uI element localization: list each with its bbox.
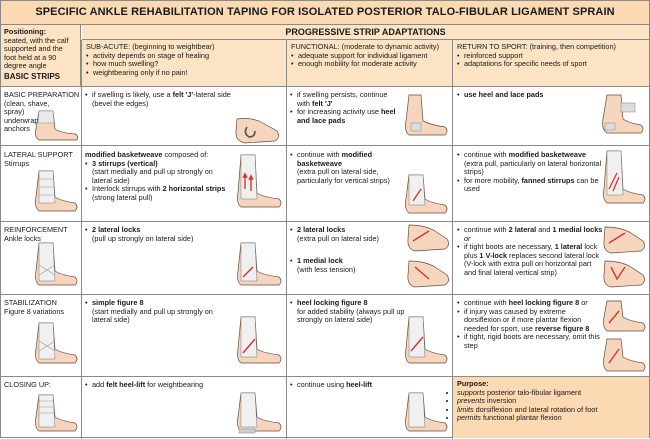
purpose-item: supports posterior talo-fibular ligament bbox=[457, 388, 645, 398]
row-label-lateral: LATERAL SUPPORT Stirrups bbox=[4, 150, 80, 168]
phase-subacute: SUB-ACUTE: (beginning to weightbear) act… bbox=[82, 40, 286, 87]
foot-heel-locking-figure8-illustration bbox=[405, 316, 448, 364]
foot-felt-j-illustration bbox=[235, 118, 279, 144]
foot-v-lock-illustration bbox=[603, 260, 645, 288]
reinforcement-subacute-text: 2 lateral locks (pull up strongly on lat… bbox=[85, 225, 233, 243]
row-label-basic: BASIC PREPARATION (clean, shave, spray) … bbox=[4, 90, 80, 134]
purpose-title: Purpose: bbox=[457, 379, 489, 388]
foot-ankle-locks-illustration bbox=[35, 242, 78, 286]
row-title: LATERAL SUPPORT bbox=[4, 150, 73, 159]
foot-stirrups-illustration bbox=[35, 170, 78, 212]
phase-subacute-title: SUB-ACUTE: (beginning to weightbear) bbox=[86, 42, 215, 51]
phase-return: RETURN TO SPORT: (training, then competi… bbox=[453, 40, 649, 87]
positioning-text: seated, with the calf supported and the … bbox=[4, 35, 69, 71]
grid-divider bbox=[81, 40, 82, 439]
row-title: STABILIZATION bbox=[4, 298, 57, 307]
phase-return-bullet: adaptations for specific needs of sport bbox=[457, 60, 645, 69]
basic-strips-heading: BASIC STRIPS bbox=[4, 72, 61, 81]
purpose-item: permits functional plantar flexion bbox=[457, 413, 645, 423]
row-title: REINFORCEMENT bbox=[4, 225, 68, 234]
phase-return-title: RETURN TO SPORT: (training, then competi… bbox=[457, 42, 616, 51]
foot-reverse-figure8-illustration bbox=[603, 300, 646, 332]
row-title: BASIC PREPARATION bbox=[4, 90, 80, 99]
purpose-item: prevents inversion bbox=[457, 396, 645, 406]
positioning-cell: Positioning: seated, with the calf suppo… bbox=[1, 25, 81, 87]
row-subtitle: (clean, shave, spray) underwrap anchors bbox=[4, 98, 50, 134]
foot-lateral-lock-illustration bbox=[407, 224, 449, 252]
foot-underwrap-illustration bbox=[35, 110, 79, 141]
positioning-label: Positioning: bbox=[4, 27, 47, 36]
basic-functional-text: if swelling persists, continue with felt… bbox=[290, 90, 400, 125]
phase-functional-bullet: adequate support for individual ligament bbox=[291, 51, 448, 61]
basic-return-text: use heel and lace pads bbox=[457, 90, 597, 100]
lateral-subacute-text: modified basketweave composed of: 3 stir… bbox=[85, 150, 233, 202]
phase-subacute-bullet: weightbearing only if no pain! bbox=[86, 68, 282, 78]
phase-functional-bullet: enough mobility for moderate activity bbox=[291, 60, 448, 69]
foot-stirrups-arrows-illustration bbox=[237, 154, 282, 208]
foot-figure8-illustration bbox=[35, 322, 78, 364]
grid-divider bbox=[1, 145, 649, 146]
phase-subacute-bullet: how much swelling? bbox=[86, 60, 282, 69]
grid-divider bbox=[452, 40, 453, 439]
foot-closing-illustration bbox=[35, 394, 78, 432]
progressive-header: PROGRESSIVE STRIP ADAPTATIONS bbox=[82, 25, 649, 40]
reinforcement-return-text: continue with 2 lateral and 1 medial loc… bbox=[457, 225, 603, 277]
grid-divider bbox=[286, 40, 287, 439]
foot-lateral-locks-illustration bbox=[237, 242, 282, 286]
row-label-stabilization: STABILIZATION Figure 8 variations bbox=[4, 298, 80, 316]
closing-functional-text: continue using heel-lift bbox=[290, 380, 408, 390]
row-label-reinforcement: REINFORCEMENT Ankle locks bbox=[4, 225, 80, 243]
foot-simple-figure8-illustration bbox=[237, 316, 282, 364]
grid-divider bbox=[1, 221, 649, 222]
grid-divider bbox=[1, 294, 649, 295]
row-subtitle: Figure 8 variations bbox=[4, 306, 65, 316]
phase-return-bullet: reinforced support bbox=[457, 51, 645, 61]
phase-functional: FUNCTIONAL: (moderate to dynamic activit… bbox=[287, 40, 452, 87]
foot-fanned-stirrups-illustration bbox=[603, 150, 646, 204]
row-label-closing: CLOSING UP: bbox=[4, 380, 80, 390]
row-subtitle: Stirrups bbox=[4, 158, 30, 168]
lateral-functional-text: continue with modified basketweave (extr… bbox=[290, 150, 408, 185]
foot-figure8-return-illustration bbox=[603, 338, 646, 372]
foot-closing-functional-illustration bbox=[405, 392, 448, 432]
foot-heel-lace-pads-illustration bbox=[602, 94, 644, 134]
purpose-box: Purpose: supports posterior talo-fibular… bbox=[453, 377, 649, 438]
reinforcement-functional-text: 2 lateral locks (extra pull on lateral s… bbox=[290, 225, 408, 274]
row-title: CLOSING UP: bbox=[4, 380, 52, 389]
foot-basketweave-illustration bbox=[405, 174, 448, 214]
basic-subacute-text: if swelling is likely, use a felt 'J'-la… bbox=[85, 90, 235, 108]
grid-divider bbox=[1, 376, 649, 377]
lateral-return-text: continue with modified basketweave (extr… bbox=[457, 150, 605, 194]
foot-heel-lift-illustration bbox=[237, 392, 282, 434]
foot-medial-lock-illustration bbox=[407, 260, 449, 288]
stabilization-return-text: continue with heel locking figure 8 or i… bbox=[457, 298, 603, 350]
phase-subacute-bullet: activity depends on stage of healing bbox=[86, 51, 282, 61]
stabilization-subacute-text: simple figure 8 (start medially and pull… bbox=[85, 298, 233, 325]
foot-locks-return-illustration bbox=[603, 226, 645, 254]
closing-subacute-text: add felt heel-lift for weightbearing bbox=[85, 380, 233, 390]
stabilization-functional-text: heel locking figure 8 for added stabilit… bbox=[290, 298, 408, 325]
phase-functional-title: FUNCTIONAL: (moderate to dynamic activit… bbox=[291, 42, 440, 51]
row-subtitle: Ankle locks bbox=[4, 233, 41, 243]
foot-pads-illustration bbox=[405, 94, 448, 136]
chart-title: SPECIFIC ANKLE REHABILITATION TAPING FOR… bbox=[1, 1, 649, 25]
purpose-item: limits dorsiflexion and lateral rotation… bbox=[457, 405, 645, 415]
